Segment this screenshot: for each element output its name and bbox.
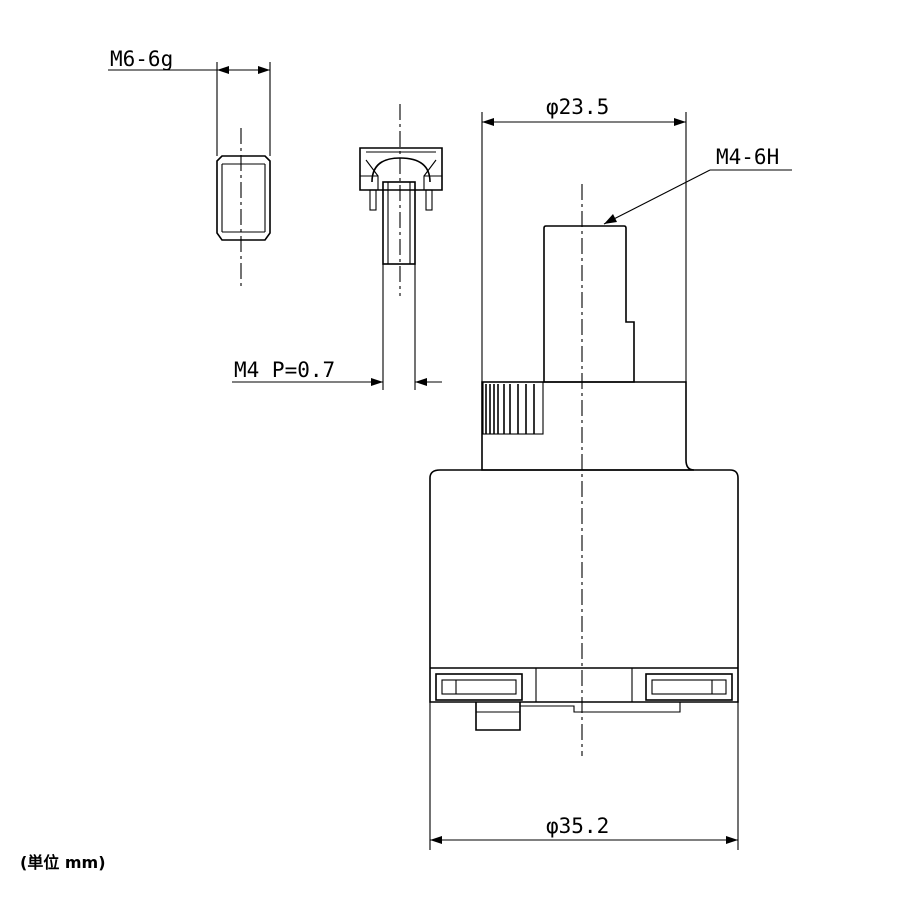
unit-note: (単位 mm) xyxy=(20,853,106,872)
leader-top-hole: M4-6H xyxy=(603,145,792,225)
cartridge-body xyxy=(429,184,739,756)
label-top-hole-thread: M4-6H xyxy=(716,145,779,169)
dim-bolt-thread: M6-6g xyxy=(108,47,271,156)
dim-body-diameter: φ35.2 xyxy=(429,702,739,850)
set-screw xyxy=(216,128,271,288)
knurl-ridges xyxy=(485,384,535,434)
stem-part xyxy=(359,104,443,390)
label-bolt-thread: M6-6g xyxy=(110,47,173,71)
label-stem-thread: M4 P=0.7 xyxy=(234,358,335,382)
dim-stem-thread: M4 P=0.7 xyxy=(232,358,442,386)
label-body-diameter: φ35.2 xyxy=(546,814,609,838)
label-top-diameter: φ23.5 xyxy=(546,95,609,119)
dim-top-diameter: φ23.5 xyxy=(481,95,687,382)
